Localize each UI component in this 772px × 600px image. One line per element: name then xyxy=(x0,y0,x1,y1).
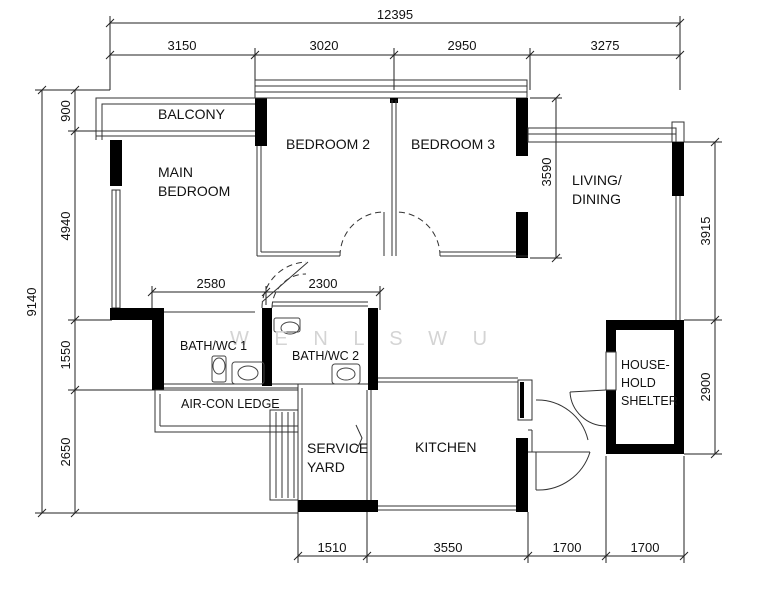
dim-bottom-2: 3550 xyxy=(434,540,463,555)
fixtures xyxy=(211,317,361,385)
toilet-icon xyxy=(273,317,301,333)
watermark: W E N L S W U xyxy=(230,328,497,350)
dim-left-4: 2650 xyxy=(58,438,73,467)
dim-left-1: 900 xyxy=(58,100,73,122)
room-label-bath-wc-1: BATH/WC 1 xyxy=(180,339,247,353)
room-label-shelter-1: HOUSE- xyxy=(621,358,670,372)
dim-bath-2: 2300 xyxy=(309,276,338,291)
room-labels: BALCONY BEDROOM 2 BEDROOM 3 MAIN BEDROOM… xyxy=(158,106,678,475)
room-label-bath-wc-2: BATH/WC 2 xyxy=(292,349,359,363)
dim-bedroom-3-depth: 3590 xyxy=(539,158,554,187)
room-label-main-bedroom-2: BEDROOM xyxy=(158,183,230,199)
doors xyxy=(261,211,607,491)
basin-icon xyxy=(331,363,361,385)
room-label-service-yard-2: YARD xyxy=(307,459,345,475)
dim-bottom-1: 1510 xyxy=(318,540,347,555)
room-label-bedroom-2: BEDROOM 2 xyxy=(286,136,370,152)
dim-bottom-4: 1700 xyxy=(631,540,660,555)
dim-overall-width: 12395 xyxy=(377,7,413,22)
dim-left-2: 4940 xyxy=(58,212,73,241)
room-label-living-2: DINING xyxy=(572,191,621,207)
room-label-balcony: BALCONY xyxy=(158,106,226,122)
walls xyxy=(95,79,685,512)
room-label-kitchen: KITCHEN xyxy=(415,439,476,455)
room-label-shelter-3: SHELTER xyxy=(621,394,678,408)
dim-top-2: 3020 xyxy=(310,38,339,53)
dimension-labels: 12395 3150 3020 2950 3275 9140 900 4940 … xyxy=(24,7,713,555)
basin-icon xyxy=(231,361,265,385)
dim-bottom-3: 1700 xyxy=(553,540,582,555)
toilet-icon xyxy=(211,355,227,383)
room-label-bedroom-3: BEDROOM 3 xyxy=(411,136,495,152)
room-label-main-bedroom-1: MAIN xyxy=(158,164,193,180)
dim-left-3: 1550 xyxy=(58,341,73,370)
dimension-lines xyxy=(35,16,722,563)
dim-top-4: 3275 xyxy=(591,38,620,53)
dim-top-3: 2950 xyxy=(448,38,477,53)
dim-right-1: 3915 xyxy=(698,217,713,246)
room-label-living-1: LIVING/ xyxy=(572,172,622,188)
room-label-service-yard-1: SERVICE xyxy=(307,440,368,456)
dim-bath-1: 2580 xyxy=(197,276,226,291)
dim-left-overall: 9140 xyxy=(24,288,39,317)
dim-right-2: 2900 xyxy=(698,373,713,402)
dim-top-1: 3150 xyxy=(168,38,197,53)
room-label-shelter-2: HOLD xyxy=(621,376,656,390)
room-label-aircon-ledge: AIR-CON LEDGE xyxy=(181,397,280,411)
